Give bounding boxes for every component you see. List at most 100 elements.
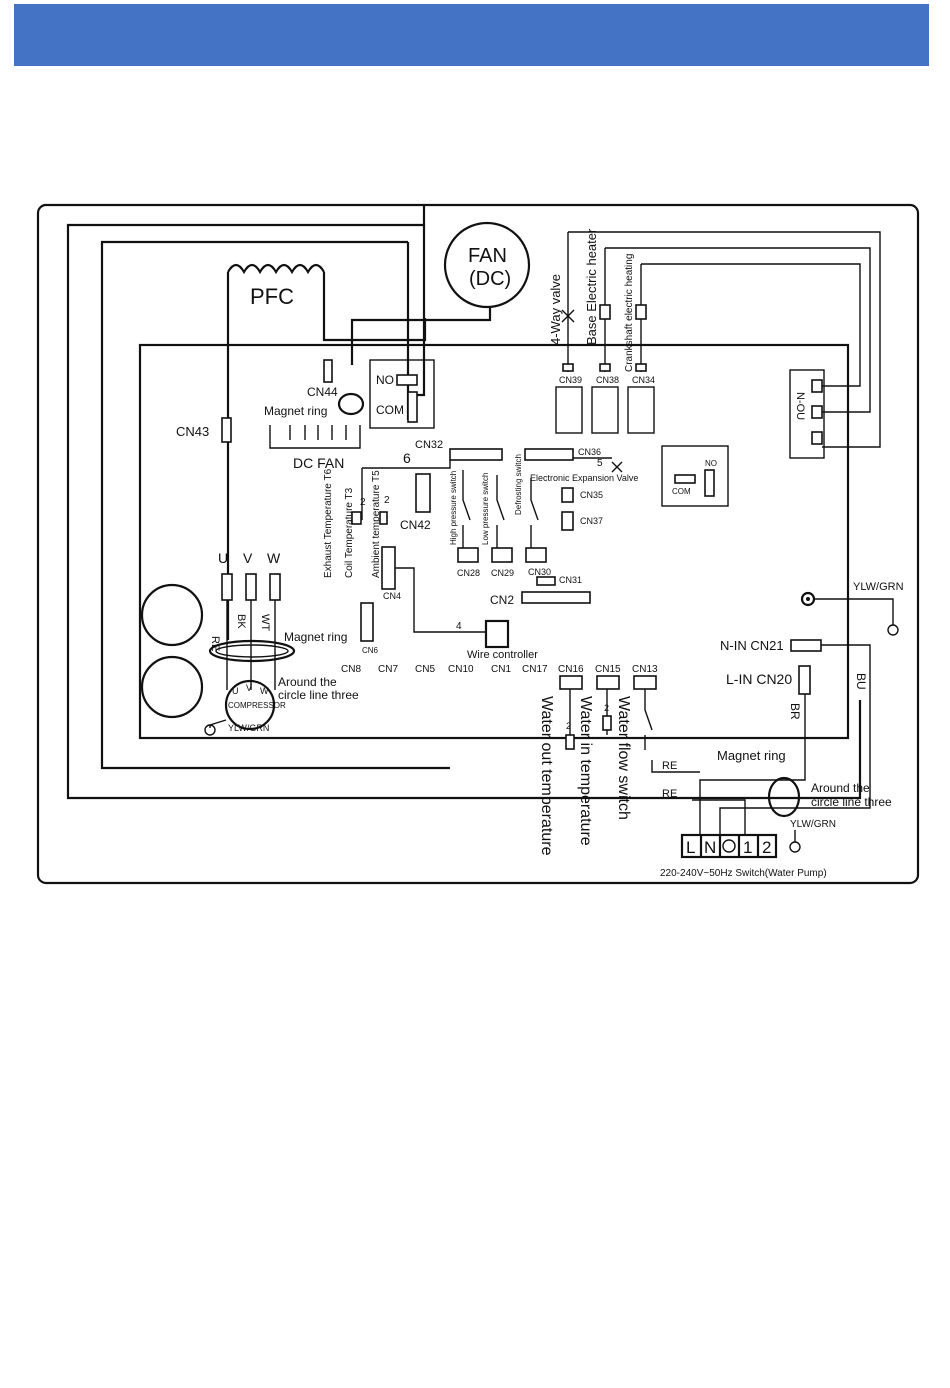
four-label: 4 <box>456 621 462 632</box>
bk-label: BK <box>235 614 247 629</box>
w-label: W <box>267 550 281 566</box>
ylw-grn-left-label: YLW/GRN <box>228 723 269 733</box>
magnet-ring-top <box>337 392 365 416</box>
defrosting-label: Defrosting switch <box>514 454 523 515</box>
cn32-connector <box>449 448 503 461</box>
relay-cn39 <box>555 386 583 434</box>
exhaust-temp-label: Exhaust Temperature T6 <box>323 468 334 578</box>
fan-motor <box>443 221 531 309</box>
two-c-label: 2 <box>566 721 571 731</box>
relay-cn34 <box>627 386 655 434</box>
l-in-label: L-IN CN20 <box>726 671 792 687</box>
cn13-label: CN13 <box>632 664 658 675</box>
magnet-ring-bottom-label: Magnet ring <box>717 748 786 763</box>
pfc-coil <box>227 263 325 275</box>
terminal-l: L <box>686 838 695 857</box>
bu-label: BU <box>854 673 868 690</box>
cn7-label: CN7 <box>378 664 398 675</box>
around-circle-right-1: Around the <box>811 781 870 795</box>
compressor-symbol <box>224 679 276 731</box>
cn16-label: CN16 <box>558 664 584 675</box>
around-circle-right-2: circle line three <box>811 795 892 809</box>
ylw-grn-right-label: YLW/GRN <box>853 581 904 593</box>
six-label: 6 <box>403 450 411 466</box>
cn36-connector <box>524 448 574 461</box>
cn21-connector <box>790 639 822 652</box>
cn37-label: CN37 <box>580 516 603 526</box>
cn28-label: CN28 <box>457 568 480 578</box>
dc-fan-label: DC FAN <box>293 455 344 471</box>
cn38-label: CN38 <box>596 375 619 385</box>
wire-controller-label: Wire controller <box>467 649 538 661</box>
compressor-w: W <box>260 686 269 696</box>
cn5-label: CN5 <box>415 664 435 675</box>
cn44-connector <box>323 359 333 383</box>
cn42-connector <box>415 473 431 513</box>
cn36-label: CN36 <box>578 447 601 457</box>
compressor-u: U <box>232 686 239 696</box>
four-way-valve-label: 4-Way valve <box>548 274 563 345</box>
eev-label: Electronic Expansion Valve <box>530 473 638 483</box>
two-b-label: 2 <box>384 495 390 506</box>
relay-cn38 <box>591 386 619 434</box>
ground-bottom-icon <box>789 841 801 853</box>
wire-controller-box <box>484 619 510 649</box>
terminal-n: N <box>704 838 716 857</box>
cn31-connector <box>536 576 556 586</box>
cn1-label: CN1 <box>491 664 511 675</box>
cn29-connector <box>491 547 513 563</box>
diagram-border <box>36 203 920 885</box>
cn2-connector <box>521 591 591 604</box>
re-label-1: RE <box>662 760 677 772</box>
capacitor-bottom <box>140 655 204 719</box>
base-heater-label: Base Electric heater <box>584 228 599 345</box>
cn4-label: CN4 <box>383 591 401 601</box>
cn43-label: CN43 <box>176 424 209 439</box>
cn30-label: CN30 <box>528 567 551 577</box>
two-d-label: 2 <box>604 703 609 713</box>
magnet-ring-bottom <box>767 776 801 818</box>
wt-label: WT <box>259 614 271 631</box>
cn28-connector <box>457 547 479 563</box>
cn30-connector <box>525 547 547 563</box>
n-out-label: N-OU <box>794 392 806 420</box>
water-in-label: Water in temperature <box>577 696 594 846</box>
control-board <box>138 343 850 740</box>
cn44-label: CN44 <box>307 385 338 399</box>
cn4-connector <box>381 546 396 590</box>
v-label: V <box>243 550 253 566</box>
ground-left-icon <box>204 724 216 736</box>
header-bar <box>14 4 929 66</box>
cn31-label: CN31 <box>559 575 582 585</box>
cn6-connector <box>360 602 374 642</box>
cn15-label: CN15 <box>595 664 621 675</box>
terminal-1: 1 <box>743 838 752 857</box>
cn17-label: CN17 <box>522 664 548 675</box>
terminal-block <box>680 833 778 859</box>
low-pressure-label: Low pressure switch <box>481 473 490 545</box>
pfc-label: PFC <box>250 284 294 309</box>
cn35-label: CN35 <box>580 490 603 500</box>
cn15-connector <box>596 675 620 690</box>
five-label: 5 <box>597 458 603 469</box>
cn20-connector <box>798 665 811 695</box>
coil-temp-label: Coil Temperature T3 <box>344 487 355 578</box>
compressor-label: COMPRESSOR <box>228 701 286 710</box>
cn39-label: CN39 <box>559 375 582 385</box>
relay-right <box>661 445 729 507</box>
water-out-label: Water out temperature <box>538 696 555 856</box>
relay-com-top-label: COM <box>376 403 404 417</box>
relay-top <box>369 359 435 429</box>
n-in-label: N-IN CN21 <box>720 638 784 653</box>
cn2-label: CN2 <box>490 593 514 607</box>
cn8-label: CN8 <box>341 664 361 675</box>
relay-no-top-label: NO <box>376 373 394 387</box>
n-out-block <box>789 369 825 459</box>
relay-com-right-label: COM <box>672 487 691 496</box>
ambient-temp-label: Ambient temperature T5 <box>371 470 382 578</box>
cn32-label: CN32 <box>415 439 443 451</box>
supply-label: 220-240V~50Hz Switch(Water Pump) <box>660 868 827 879</box>
re-label-2: RE <box>662 788 677 800</box>
terminal-ground-icon <box>722 839 736 853</box>
